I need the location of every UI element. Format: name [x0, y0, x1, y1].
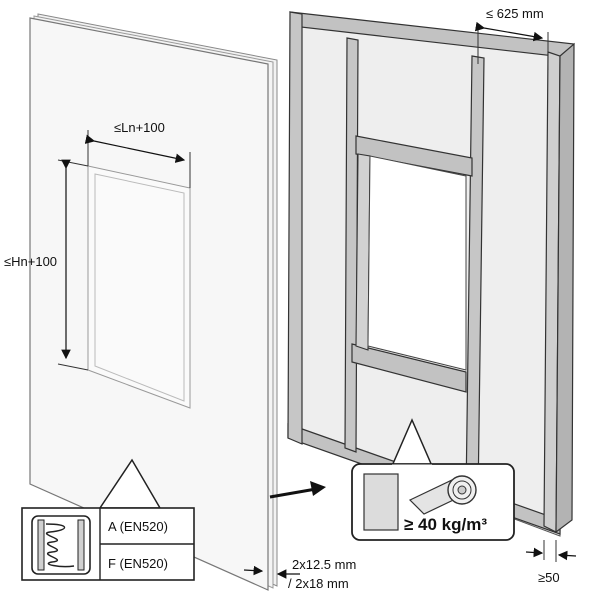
board-section-icon	[31, 515, 91, 575]
opening-width-dimension: ≤Ln+100	[84, 120, 191, 188]
stud-spacing-label: ≤ 625 mm	[486, 6, 544, 21]
class-row-a: A (EN520)	[108, 519, 168, 534]
insulation-roll-icon	[408, 475, 477, 515]
assembly-arrow	[269, 481, 326, 499]
opening-outline	[87, 165, 191, 409]
insulation-callout: ≥ 40 kg/m³	[351, 418, 515, 541]
insulation-slab-icon	[363, 473, 399, 531]
opening-width-label: ≤Ln+100	[114, 120, 165, 135]
profile-width-dimension: ≥50	[525, 540, 577, 585]
board-thickness-line2: / 2x18 mm	[288, 576, 349, 591]
opening-height-dimension: ≤Hn+100	[4, 159, 89, 371]
opening-height-label: ≤Hn+100	[4, 254, 57, 269]
insulation-density-label: ≥ 40 kg/m³	[404, 515, 487, 534]
class-row-f: F (EN520)	[108, 556, 168, 571]
board-thickness-dimension: 2x12.5 mm / 2x18 mm	[243, 557, 356, 591]
profile-width-label: ≥50	[538, 570, 560, 585]
classification-table: A (EN520) F (EN520)	[21, 507, 195, 581]
stud-frame	[287, 11, 575, 537]
board-thickness-line1: 2x12.5 mm	[292, 557, 356, 572]
stud-spacing-dimension: ≤ 625 mm	[474, 6, 549, 70]
